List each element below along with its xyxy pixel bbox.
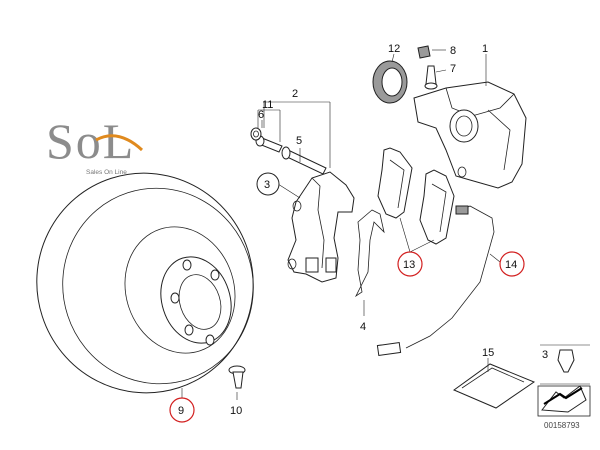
leader-lines: [181, 49, 501, 398]
label-11: 11: [262, 99, 273, 111]
caliper-housing: [413, 81, 527, 189]
part-numbers: 1 2 3 4 5 6 7 8 9 10 11 12 13 14 15 3 00…: [178, 43, 580, 430]
label-10: 10: [230, 405, 242, 417]
piston-seal: [372, 60, 408, 104]
label-4: 4: [360, 321, 366, 333]
label-5: 5: [296, 135, 302, 147]
label-circle-3: [256, 172, 280, 196]
label-13: 13: [403, 259, 415, 271]
label-8: 8: [450, 45, 456, 57]
label-circle-14: [499, 251, 525, 277]
label-6: 6: [258, 109, 264, 121]
diagram-number: 00158793: [544, 421, 580, 430]
label-12: 12: [388, 43, 400, 55]
logo-swoosh: [95, 134, 144, 152]
label-7: 7: [450, 63, 456, 75]
brake-pads: [377, 147, 455, 245]
grease-pack: [452, 363, 536, 409]
anti-rattle-spring: [354, 209, 385, 298]
label-3: 3: [264, 179, 270, 191]
label-1: 1: [482, 43, 488, 55]
wear-sensor: [376, 205, 495, 357]
disc-screw: [228, 365, 246, 400]
label-14: 14: [505, 259, 517, 271]
label-15: 15: [482, 347, 494, 359]
caliper-carrier: [287, 171, 355, 283]
bleed-valve: [424, 65, 438, 90]
label-2: 2: [292, 88, 298, 100]
logo-text: SoL: [46, 113, 135, 169]
brake-disc: [36, 172, 254, 394]
logo-tagline: Sales On Line: [86, 169, 127, 176]
guide-bolt-set: [250, 127, 327, 175]
label-circle-13: [397, 251, 423, 277]
label-markers: [169, 172, 525, 423]
sol-logo: SoL Sales On Line: [46, 113, 144, 176]
label-circle-9: [169, 397, 195, 423]
label-9: 9: [178, 405, 184, 417]
legend-box: [537, 344, 591, 417]
legend-label-3: 3: [542, 349, 548, 361]
dust-cap: [417, 45, 431, 59]
